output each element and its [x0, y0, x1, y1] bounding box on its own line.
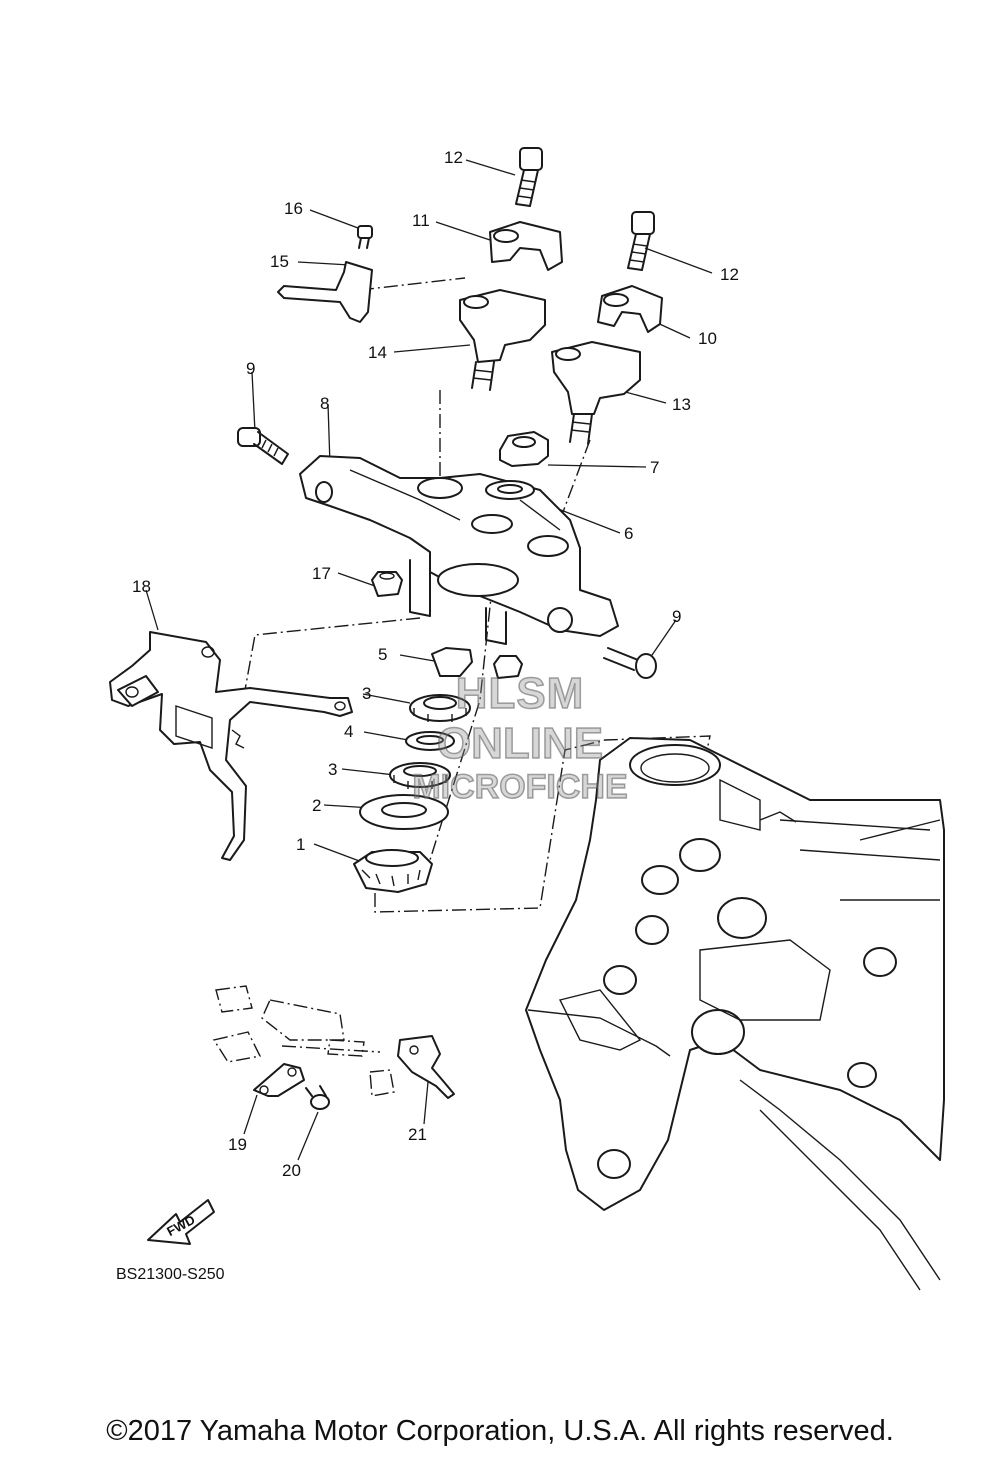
callout-20: 20 [282, 1161, 301, 1180]
callout-1: 1 [296, 835, 306, 854]
callout-19: 19 [228, 1135, 247, 1154]
ring-nut-3-lower [389, 762, 451, 789]
frame [525, 737, 945, 1291]
pinch-bolt-9-left [237, 427, 289, 465]
washer-6 [485, 480, 535, 500]
steering-nut-7 [499, 431, 549, 467]
dust-seal-5 [431, 647, 473, 677]
bracket-19 [253, 1063, 305, 1097]
callout-14: 14 [368, 343, 387, 362]
callout-18: 18 [132, 577, 151, 596]
callout-10: 10 [698, 329, 717, 348]
lower-handlebar-holder-13 [551, 341, 641, 445]
screw-16 [357, 225, 373, 249]
callout-7: 7 [650, 458, 660, 477]
callout-9-left: 9 [246, 359, 256, 378]
callout-15: 15 [270, 252, 289, 271]
nut-17-second [493, 655, 523, 679]
callout-13: 13 [672, 395, 691, 414]
watermark-line-1: HLSM [455, 669, 585, 718]
cover-2 [359, 794, 449, 830]
ring-nut-3-upper [409, 694, 471, 722]
callout-9-right: 9 [672, 607, 682, 626]
callout-3-lower: 3 [328, 760, 338, 779]
callout-2: 2 [312, 796, 322, 815]
washer-4 [405, 731, 455, 751]
callout-6: 6 [624, 524, 634, 543]
watermark-line-2: ONLINE [436, 719, 604, 768]
reference-code: BS21300-S250 [116, 1266, 225, 1283]
watermark-line-3: MICROFICHE [412, 768, 629, 806]
callout-16: 16 [284, 199, 303, 218]
callout-3-upper: 3 [362, 684, 372, 703]
callout-11: 11 [412, 211, 430, 230]
stay-18 [109, 631, 353, 861]
callout-12: 12 [444, 148, 463, 167]
pinch-bolt-9-right [603, 647, 657, 679]
watermark: HLSM ONLINE MICROFICHE [380, 669, 660, 806]
bearing-1 [353, 849, 433, 893]
handlebar-bolt-12-left [515, 147, 543, 207]
callout-12-right: 12 [720, 265, 739, 284]
leader-lines [145, 159, 713, 1161]
fwd-arrow-icon [147, 1199, 215, 1245]
nut-17 [371, 571, 403, 597]
upper-handlebar-holder-11 [489, 221, 563, 271]
callout-17: 17 [312, 564, 331, 583]
upper-handlebar-holder-10 [597, 285, 663, 333]
callout-8: 8 [320, 394, 330, 413]
sensor-stay-21 [397, 1035, 455, 1099]
mounting-reference-dashed [212, 985, 395, 1097]
copyright-notice: ©2017 Yamaha Motor Corporation, U.S.A. A… [106, 1415, 894, 1447]
handlebar-bolt-12-right [627, 211, 655, 271]
upper-bracket-8 [299, 455, 619, 645]
callout-4: 4 [344, 722, 354, 741]
callout-21: 21 [408, 1125, 427, 1144]
screw-20 [305, 1085, 330, 1110]
callout-5: 5 [378, 645, 388, 664]
bracket-15 [277, 261, 373, 323]
lower-handlebar-holder-14 [459, 289, 546, 391]
